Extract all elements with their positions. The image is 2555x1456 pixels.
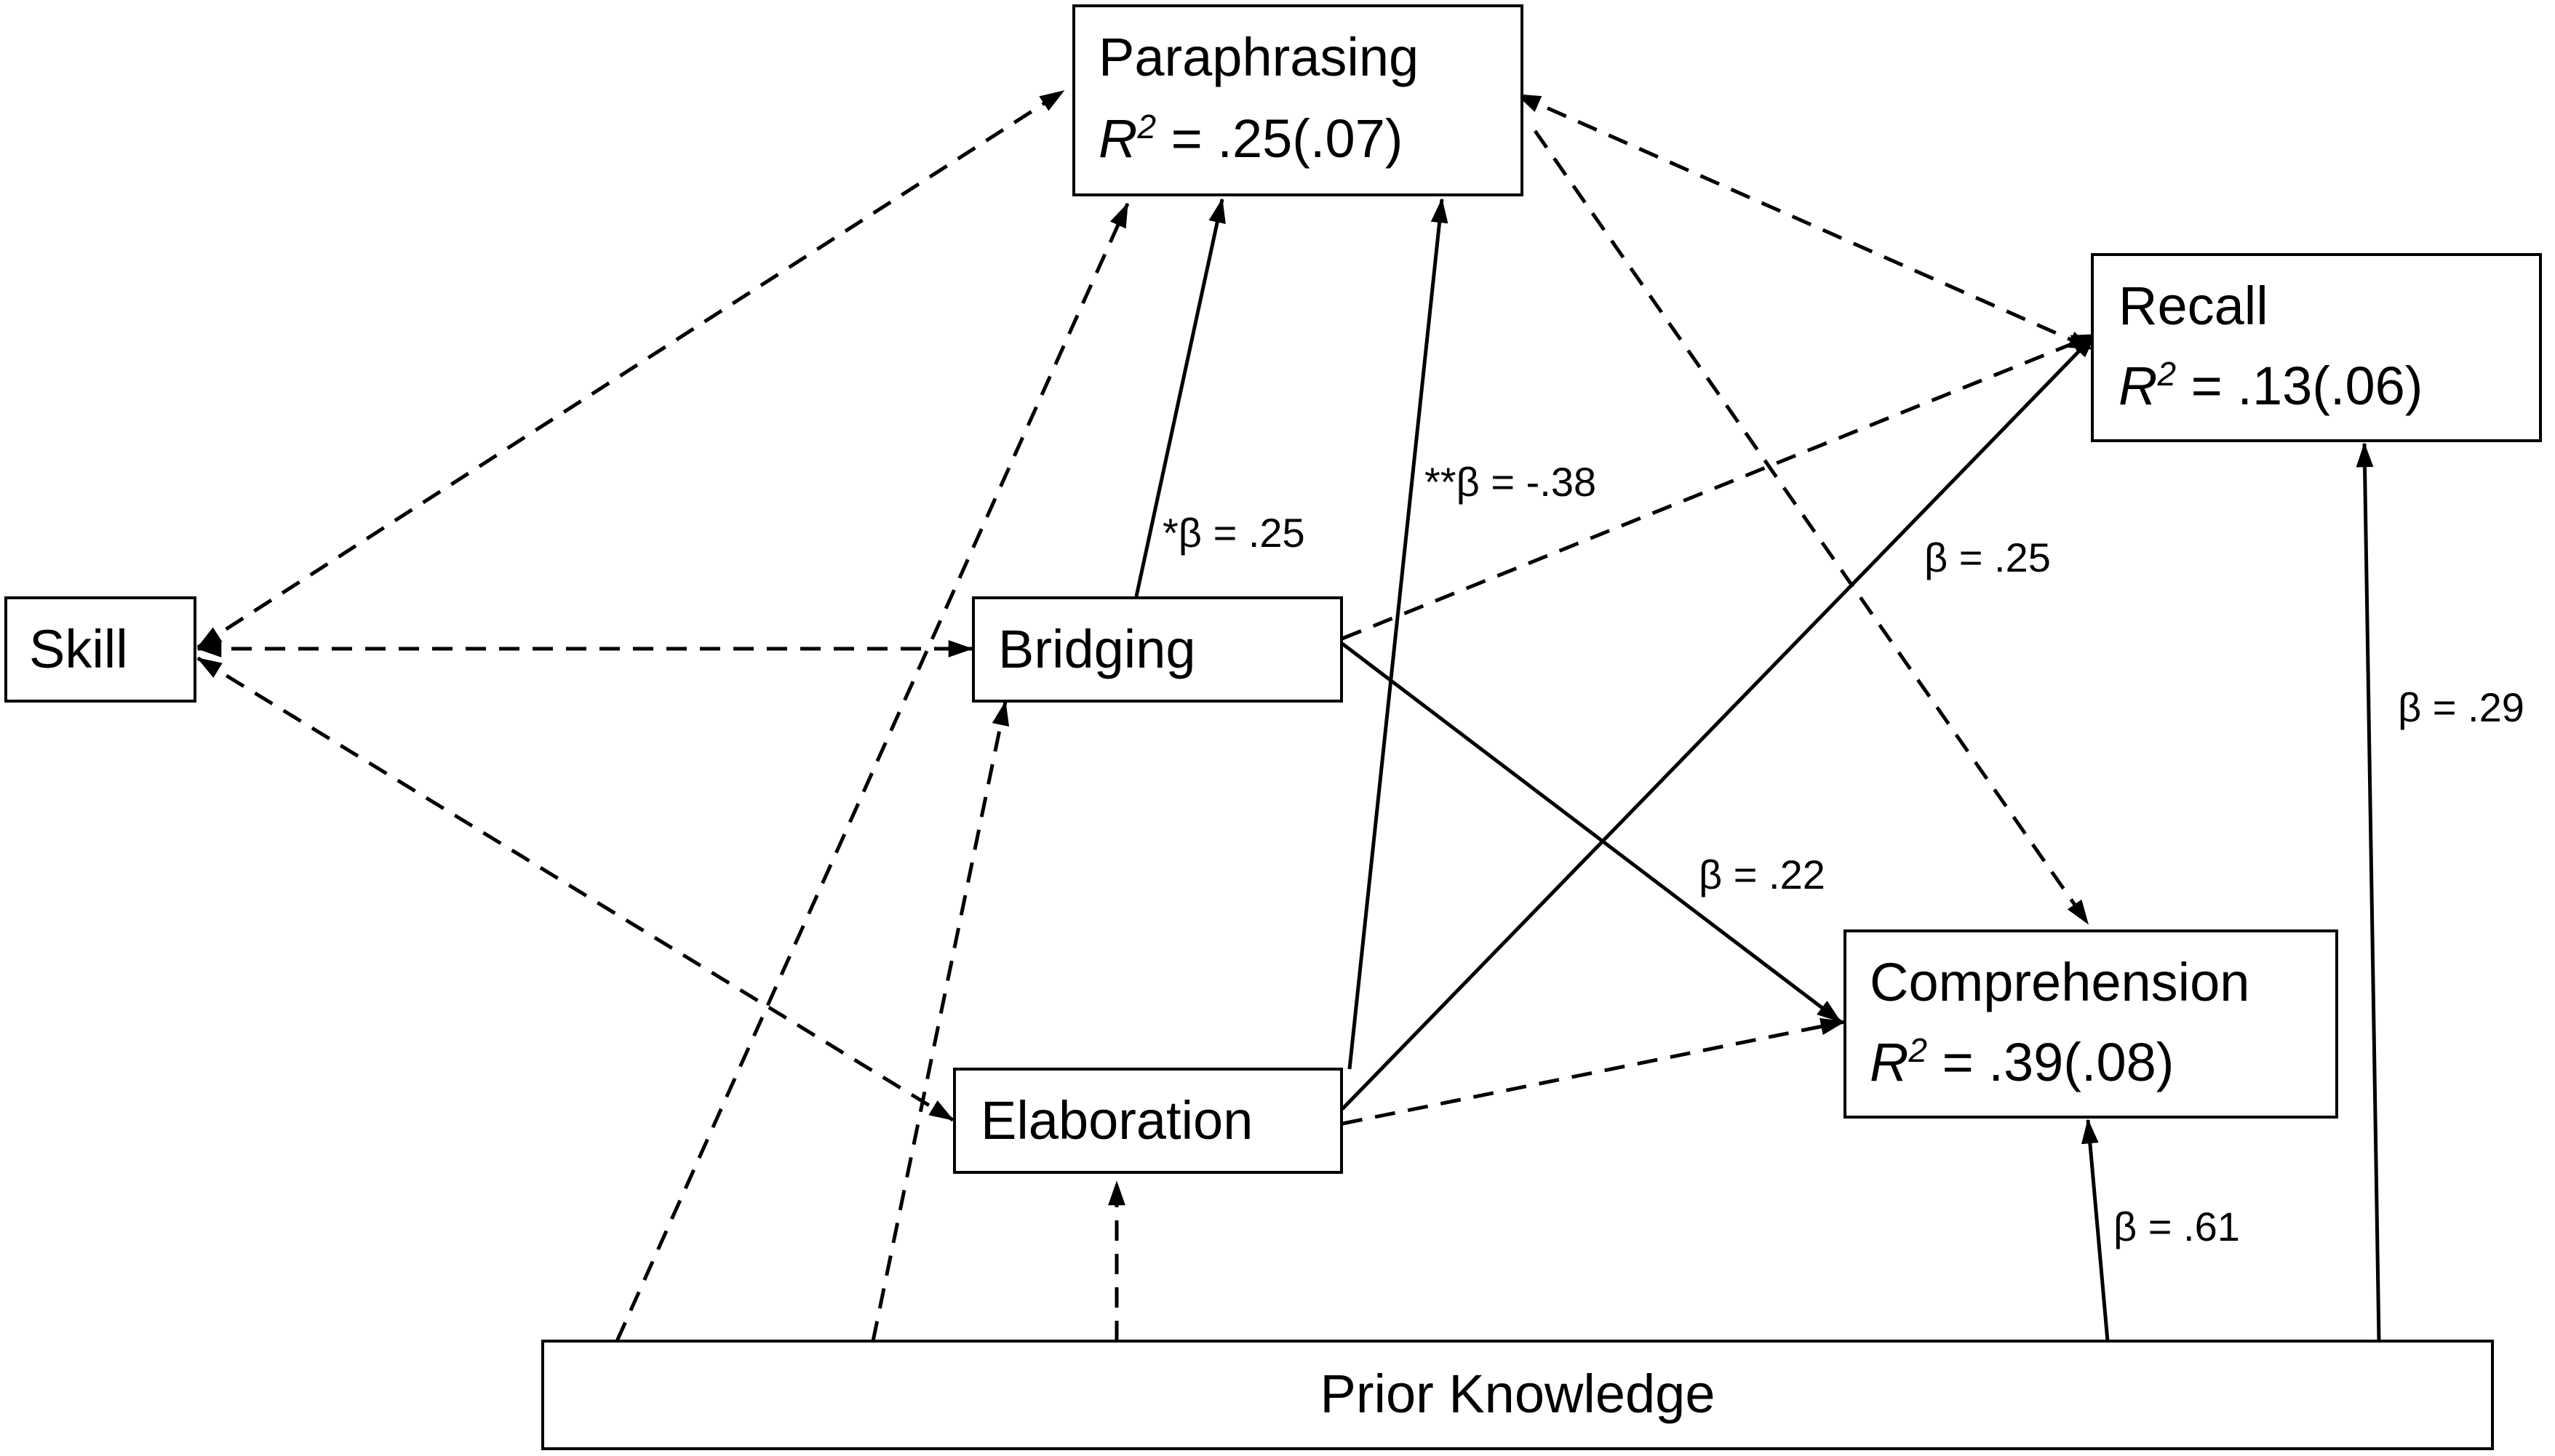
r2-symbol: R	[1870, 1032, 1908, 1092]
coef-elaboration-paraphrasing: **β = -.38	[1424, 459, 1596, 505]
node-prior-knowledge-label: Prior Knowledge	[1320, 1364, 1715, 1424]
node-comprehension: Comprehension R2 = .39(.08)	[1843, 929, 2338, 1119]
r2-symbol: R	[2118, 356, 2157, 416]
r2-value: = .13(.06)	[2176, 356, 2423, 416]
node-recall: Recall R2 = .13(.06)	[2091, 253, 2542, 442]
node-comprehension-label: Comprehension	[1870, 952, 2249, 1012]
node-elaboration: Elaboration	[953, 1068, 1343, 1174]
edge-bridging-paraphrasing	[1134, 198, 1226, 597]
node-paraphrasing-r2: R2 = .25(.07)	[1099, 108, 1403, 169]
node-comprehension-r2: R2 = .39(.08)	[1870, 1031, 2174, 1092]
coef-bridging-comprehension: β = .22	[1699, 852, 1825, 897]
node-prior-knowledge-box	[541, 1340, 2494, 1450]
edge-priorknowledge-comprehension	[2081, 1119, 2110, 1342]
node-skill-label: Skill	[29, 619, 128, 679]
node-elaboration-label: Elaboration	[981, 1090, 1253, 1151]
coefficient-labels: *β = .25 **β = -.38 β = .25 β = .29 β = …	[1163, 459, 2524, 1249]
coef-priorknowledge-comprehension: β = .61	[2113, 1204, 2240, 1249]
edges	[196, 89, 2381, 1343]
edge-skill-elaboration	[196, 656, 954, 1122]
node-paraphrasing-label: Paraphrasing	[1099, 27, 1419, 87]
node-comprehension-box	[1843, 929, 2338, 1119]
edge-priorknowledge-recall	[2356, 442, 2381, 1342]
coef-bridging-paraphrasing: *β = .25	[1163, 510, 1305, 556]
edge-priorknowledge-bridging	[871, 700, 1010, 1342]
node-paraphrasing: Paraphrasing R2 = .25(.07)	[1072, 4, 1523, 196]
coef-priorknowledge-recall: β = .29	[2398, 684, 2524, 730]
edge-priorknowledge-paraphrasing	[615, 202, 1130, 1343]
coef-elaboration-recall: β = .25	[1924, 535, 2051, 580]
edge-paraphrasing-recall	[1515, 92, 2094, 351]
node-recall-box	[2091, 253, 2542, 442]
node-recall-r2: R2 = .13(.06)	[2118, 355, 2423, 416]
r2-superscript: 2	[1908, 1031, 1927, 1069]
r2-superscript: 2	[1136, 108, 1156, 145]
node-elaboration-box	[953, 1068, 1343, 1174]
node-bridging-label: Bridging	[998, 619, 1196, 679]
r2-value: = .39(.08)	[1927, 1032, 2174, 1092]
node-recall-label: Recall	[2118, 276, 2268, 336]
edge-bridging-comprehension	[1341, 642, 1842, 1023]
node-paraphrasing-box	[1072, 4, 1523, 196]
edge-elaboration-comprehension	[1342, 1017, 1846, 1126]
node-bridging: Bridging	[972, 596, 1343, 703]
edge-elaboration-paraphrasing	[1347, 198, 1448, 1070]
edge-paraphrasing-comprehension	[1533, 129, 2090, 925]
node-skill-box	[4, 596, 196, 703]
edge-skill-paraphrasing	[196, 89, 1065, 649]
node-bridging-box	[972, 596, 1343, 703]
r2-value: = .25(.07)	[1156, 108, 1403, 169]
r2-symbol: R	[1099, 108, 1137, 169]
edge-bridging-recall	[1342, 332, 2097, 641]
node-prior-knowledge: Prior Knowledge	[541, 1340, 2494, 1450]
edge-elaboration-recall	[1341, 333, 2097, 1111]
node-skill: Skill	[4, 596, 196, 703]
r2-superscript: 2	[2156, 355, 2176, 393]
